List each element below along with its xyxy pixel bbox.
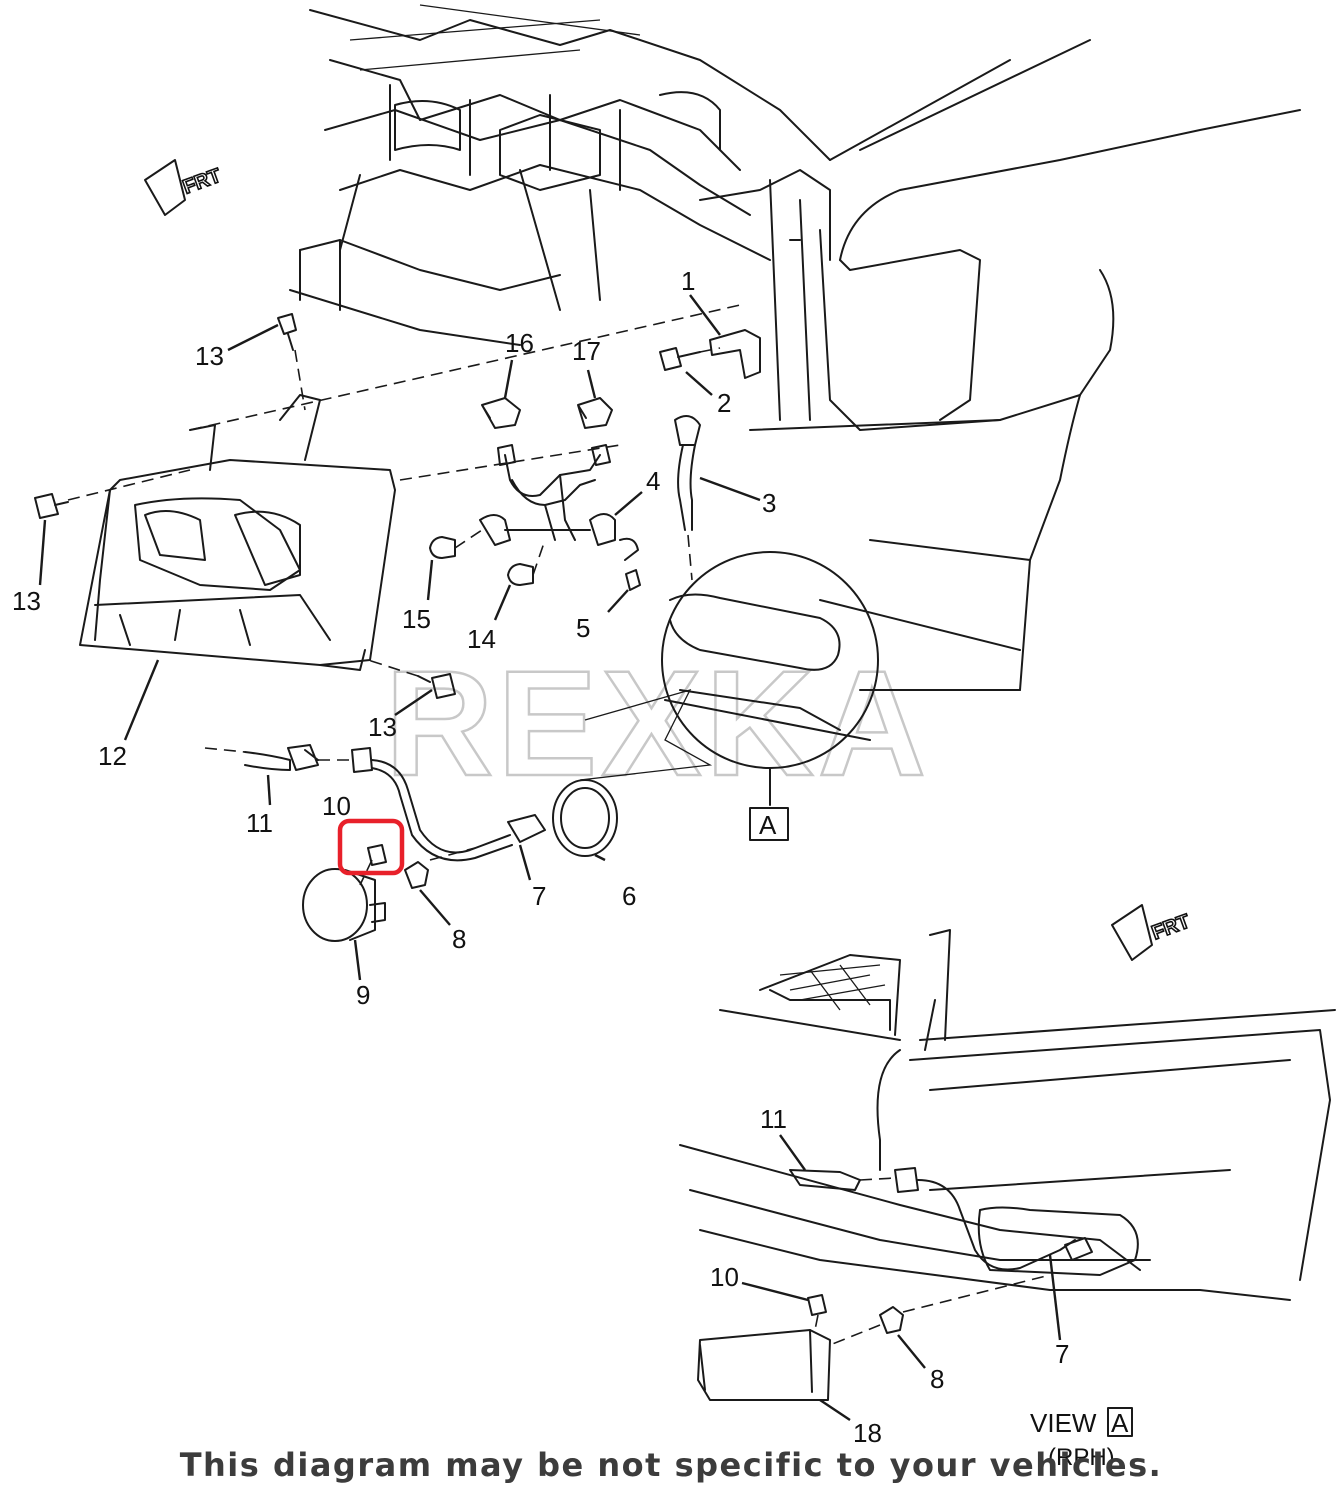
headlamp-reference-line <box>189 304 741 431</box>
bracket-1 <box>709 329 761 379</box>
bulb-socket-16 <box>481 397 521 429</box>
view-a-screw-10 <box>807 1294 827 1331</box>
view-a-label: VIEW A (RPH) <box>1030 1407 1133 1471</box>
callout-8: 8 <box>452 924 466 954</box>
detail-pointer-lines <box>579 688 713 781</box>
bolt-13-top <box>277 313 306 411</box>
view-a-marker-box <box>749 807 789 841</box>
view-callout-7: 7 <box>1055 1339 1069 1369</box>
headlamp-wiring-harness <box>479 444 639 561</box>
front-direction-arrow-top: FRT <box>144 159 225 216</box>
callout-9: 9 <box>356 980 370 1010</box>
callout-13-left: 13 <box>12 586 41 616</box>
callout-10: 10 <box>322 791 351 821</box>
view-callout-10: 10 <box>710 1262 739 1292</box>
callout-2: 2 <box>717 388 731 418</box>
callout-14: 14 <box>467 624 496 654</box>
svg-text:FRT: FRT <box>180 165 224 199</box>
bolt-13-left <box>34 469 191 519</box>
front-direction-arrow-view: FRT <box>1111 904 1194 961</box>
fog-lamp-assembly <box>302 868 386 942</box>
callout-1: 1 <box>681 266 695 296</box>
callout-12: 12 <box>98 741 127 771</box>
screw-10 <box>359 844 387 886</box>
bulb-socket-17 <box>577 397 613 429</box>
view-a-bulb-8 <box>829 1274 1051 1346</box>
callout-17: 17 <box>572 336 601 366</box>
callout-leaders <box>38 294 1062 1421</box>
radiator-support-frame <box>289 4 831 421</box>
callout-13-top: 13 <box>195 341 224 371</box>
callout-labels: 1 2 3 4 5 6 7 8 9 10 11 12 13 13 13 14 1… <box>12 266 1069 1448</box>
callout-16: 16 <box>505 328 534 358</box>
bulb-5 <box>625 569 641 591</box>
bolt-2 <box>659 347 721 371</box>
callout-15: 15 <box>402 604 431 634</box>
view-a-sublabel: (RPH) <box>1048 1444 1115 1471</box>
watermark: REXKA <box>385 639 930 807</box>
view-a-bumper <box>679 929 1336 1301</box>
view-a-harness <box>789 1167 1093 1271</box>
svg-text:VIEW: VIEW <box>1030 1408 1097 1438</box>
bulb-15 <box>429 529 483 559</box>
headlamp-assembly <box>79 394 396 671</box>
view-callout-18: 18 <box>853 1418 882 1448</box>
callout-13-bottom: 13 <box>368 712 397 742</box>
svg-text:A: A <box>1111 1408 1129 1438</box>
callout-5: 5 <box>576 613 590 643</box>
view-a-fog-lamp-18 <box>697 1329 831 1401</box>
bulb-14 <box>507 539 546 586</box>
callout-4: 4 <box>646 466 660 496</box>
side-marker-harness <box>674 415 701 581</box>
callout-3: 3 <box>762 488 776 518</box>
detail-view-a-circle: A <box>661 551 879 841</box>
bolt-13-bottom <box>367 659 456 699</box>
fog-lamp-bezel <box>552 779 618 857</box>
fog-lamp-bulb-8 <box>404 847 476 889</box>
disclaimer-caption: This diagram may be not specific to your… <box>179 1446 1163 1484</box>
callout-7: 7 <box>532 881 546 911</box>
svg-text:FRT: FRT <box>1149 910 1193 944</box>
callout-11: 11 <box>246 808 273 838</box>
view-callout-8: 8 <box>930 1364 944 1394</box>
callout-6: 6 <box>622 881 636 911</box>
highlight-screw-10 <box>337 818 405 876</box>
view-callout-11: 11 <box>760 1104 787 1134</box>
svg-text:A: A <box>759 810 777 840</box>
front-fender-bumper <box>749 39 1301 691</box>
